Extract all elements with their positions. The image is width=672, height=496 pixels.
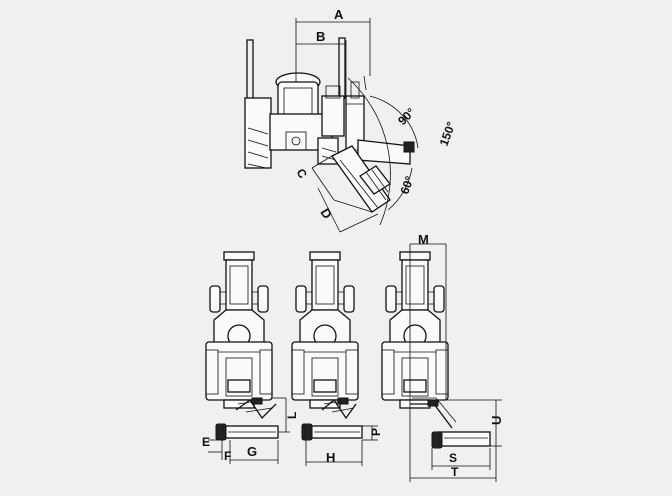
side-view-left bbox=[205, 251, 290, 464]
side-view-right bbox=[381, 243, 502, 482]
angle-60-label: 60° bbox=[397, 174, 416, 196]
label-l: L bbox=[285, 412, 299, 419]
label-p: P bbox=[369, 428, 383, 436]
label-d: D bbox=[317, 206, 335, 222]
label-m: M bbox=[418, 232, 429, 247]
label-e: E bbox=[202, 435, 210, 449]
top-view-tractor bbox=[244, 37, 346, 169]
label-b: B bbox=[316, 29, 325, 44]
angle-150-label: 150° bbox=[437, 120, 459, 148]
top-view-dimensions bbox=[295, 18, 379, 233]
label-c: C bbox=[293, 166, 310, 181]
angle-90-label: 90° bbox=[395, 105, 418, 128]
side-view-middle bbox=[291, 251, 378, 466]
label-s: S bbox=[449, 451, 457, 465]
label-h: H bbox=[326, 450, 335, 465]
top-view-arm bbox=[331, 81, 415, 213]
label-a: A bbox=[334, 7, 344, 22]
label-u: U bbox=[489, 416, 504, 425]
label-g: G bbox=[247, 444, 257, 459]
top-view-arcs bbox=[347, 75, 419, 226]
label-f: F bbox=[224, 449, 231, 463]
label-t: T bbox=[451, 465, 459, 479]
